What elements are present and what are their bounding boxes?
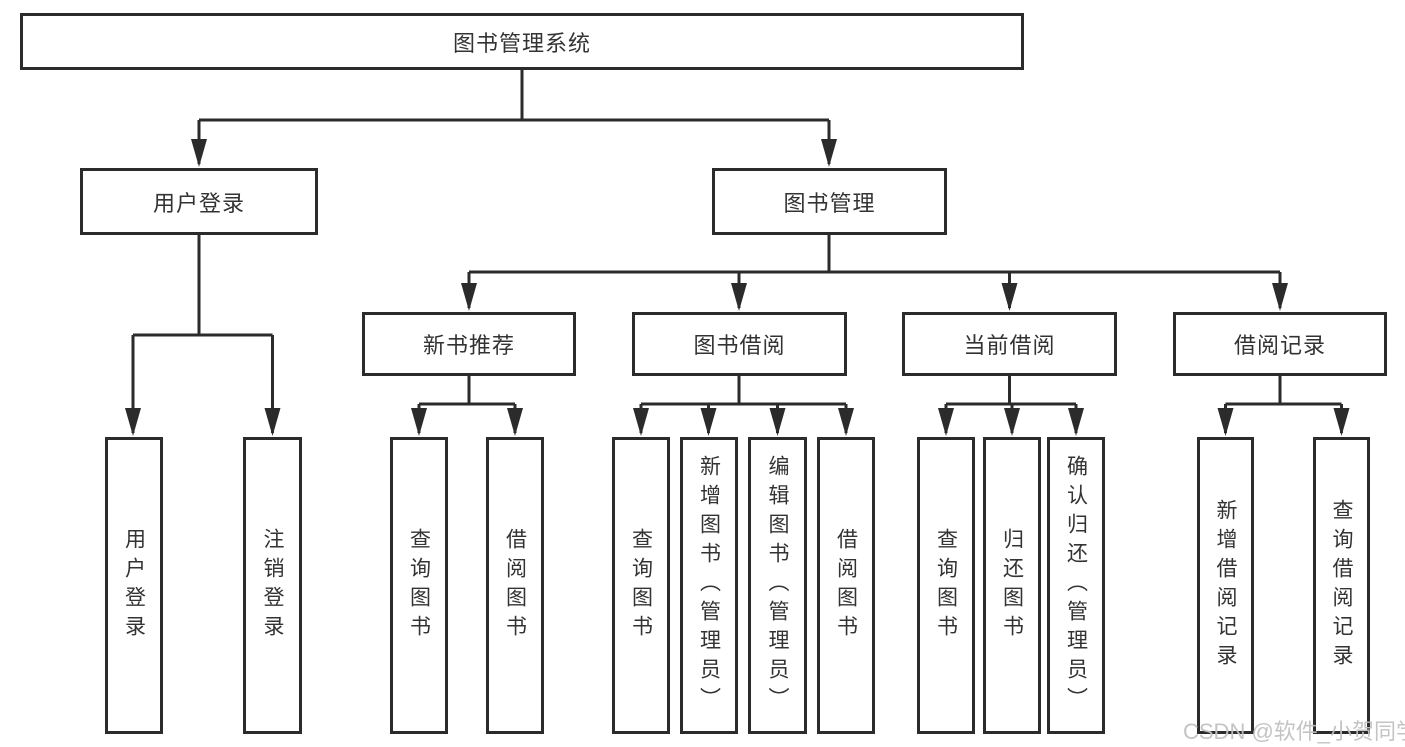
node-borrowing-records: 借阅记录: [1173, 312, 1387, 376]
node-new-book-recommendation: 新书推荐: [362, 312, 576, 376]
leaf-user-login: 用户登录: [105, 437, 163, 734]
node-current-borrowing: 当前借阅: [902, 312, 1117, 376]
leaf-borrow-books-borrowing: 借阅图书: [817, 437, 875, 734]
connector-new-book-recommendation-children: [411, 376, 523, 436]
leaf-borrow-books-recommend: 借阅图书: [486, 437, 544, 734]
connector-book-borrowing-children: [633, 376, 854, 436]
node-library-management-system: 图书管理系统: [20, 13, 1024, 70]
leaf-query-books-recommend: 查询图书: [390, 437, 448, 734]
node-user-login: 用户登录: [80, 168, 318, 235]
connector-root-to-level2: [191, 70, 837, 167]
node-book-management: 图书管理: [712, 168, 947, 235]
connector-current-borrowing-children: [938, 376, 1084, 436]
leaf-add-borrow-record: 新增借阅记录: [1197, 437, 1254, 734]
connector-user-login-children: [125, 235, 281, 436]
leaf-add-book-admin: 新增图书（管理员）: [680, 437, 738, 734]
leaf-return-books: 归还图书: [983, 437, 1041, 734]
leaf-confirm-return-admin: 确认归还（管理员）: [1047, 437, 1105, 734]
connector-book-management-children: [461, 235, 1288, 311]
leaf-query-books-borrowing: 查询图书: [612, 437, 670, 734]
leaf-logout: 注销登录: [243, 437, 302, 734]
connector-borrowing-records-children: [1217, 376, 1350, 436]
csdn-watermark: CSDN @软件_小贺同学: [1183, 719, 1405, 744]
leaf-edit-book-admin: 编辑图书（管理员）: [748, 437, 807, 734]
leaf-query-borrow-record: 查询借阅记录: [1313, 437, 1370, 734]
leaf-query-books-current: 查询图书: [917, 437, 975, 734]
node-book-borrowing: 图书借阅: [632, 312, 847, 376]
